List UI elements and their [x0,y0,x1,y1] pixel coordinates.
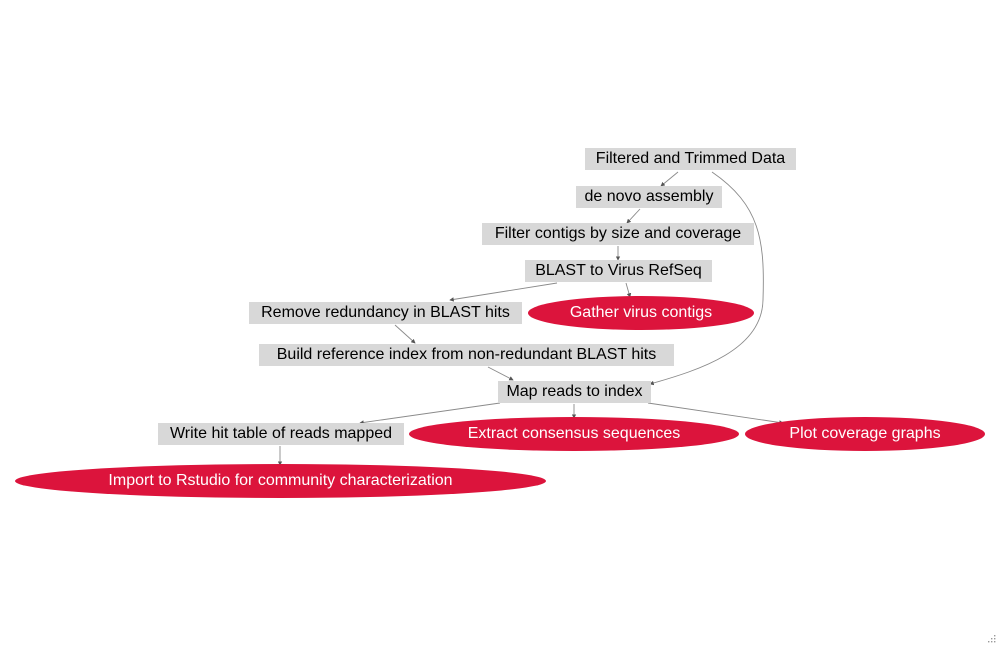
edge-map-to-write [359,402,501,425]
node-filter-contigs: Filter contigs by size and coverage [482,223,754,245]
edge-build-to-map [487,366,514,381]
edge-map-to-plot [647,402,784,425]
resize-grip-icon[interactable] [986,633,996,643]
edge-blast-to-remove [449,282,558,302]
edge-denovo-to-filtercontigs [626,208,641,224]
edge-remove-to-build [394,324,416,344]
edge-filtered-to-map [649,171,764,386]
node-remove-redundancy: Remove redundancy in BLAST hits [249,302,522,324]
node-write-hit-table: Write hit table of reads mapped [158,423,404,445]
edge-filtered-to-denovo [660,171,679,187]
edge-blast-to-gather [625,282,632,298]
node-map-reads-to-index: Map reads to index [498,381,651,403]
node-de-novo-assembly: de novo assembly [576,186,722,208]
node-gather-virus-contigs: Gather virus contigs [528,296,754,330]
node-import-rstudio: Import to Rstudio for community characte… [15,464,546,498]
node-extract-consensus: Extract consensus sequences [409,417,739,451]
node-plot-coverage-graphs: Plot coverage graphs [745,417,985,451]
node-blast-refseq: BLAST to Virus RefSeq [525,260,712,282]
node-filtered-trimmed-data: Filtered and Trimmed Data [585,148,796,170]
node-build-reference-index: Build reference index from non-redundant… [259,344,674,366]
